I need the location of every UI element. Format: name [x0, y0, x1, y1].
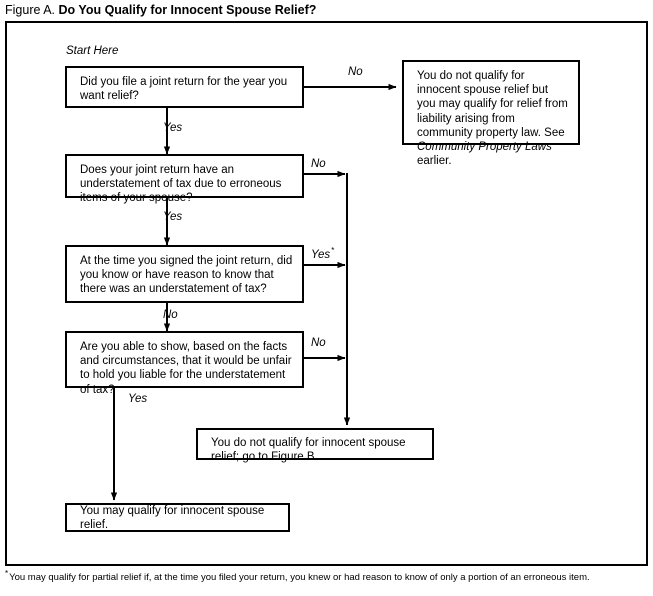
outcome-text-community-property-italic: Community Property Laws: [417, 141, 552, 154]
figure-footnote: *You may qualify for partial relief if, …: [5, 568, 645, 584]
branch-label-q3-yes-text: Yes: [311, 249, 331, 261]
branch-label-q3-yes: Yes*: [311, 246, 335, 262]
outcome-text-community-property-after: earlier.: [417, 155, 452, 168]
branch-label-q1-no: No: [348, 66, 363, 78]
question-text-understatement: Does your joint return have an understat…: [80, 164, 282, 205]
branch-label-q2-no: No: [311, 158, 326, 170]
branch-label-q2-yes: Yes: [163, 211, 183, 223]
figure-number: Figure A.: [5, 3, 56, 17]
outcome-box-community-property: You do not qualify for innocent spouse r…: [402, 60, 580, 167]
question-box-knowledge: At the time you signed the joint return,…: [65, 245, 304, 303]
question-box-joint-return: Did you file a joint return for the year…: [65, 66, 304, 108]
footnote-marker-q3: *: [331, 246, 335, 256]
question-text-knowledge: At the time you signed the joint return,…: [80, 255, 293, 296]
start-here-label: Start Here: [66, 45, 119, 57]
question-text-unfair: Are you able to show, based on the facts…: [80, 341, 292, 396]
outcome-text-figure-b: You do not qualify for innocent spouse r…: [211, 437, 406, 464]
question-text-joint-return: Did you file a joint return for the year…: [80, 76, 288, 103]
outcome-text-qualify: You may qualify for innocent spouse reli…: [80, 504, 265, 531]
branch-label-q4-yes: Yes: [128, 393, 148, 405]
question-box-understatement: Does your joint return have an understat…: [65, 154, 304, 204]
figure-caption: Figure A. Do You Qualify for Innocent Sp…: [5, 2, 645, 19]
outcome-box-qualify: You may qualify for innocent spouse reli…: [65, 503, 290, 532]
branch-label-q4-no: No: [311, 337, 326, 349]
figure-title: Do You Qualify for Innocent Spouse Relie…: [58, 3, 317, 17]
footnote-text: You may qualify for partial relief if, a…: [9, 572, 590, 583]
outcome-box-figure-b: You do not qualify for innocent spouse r…: [196, 428, 434, 464]
question-box-unfair: Are you able to show, based on the facts…: [65, 331, 304, 396]
outcome-text-community-property-before: You do not qualify for innocent spouse r…: [417, 70, 568, 139]
branch-label-q3-no: No: [163, 309, 178, 321]
branch-label-q1-yes: Yes: [163, 122, 183, 134]
footnote-marker: *: [5, 568, 9, 578]
